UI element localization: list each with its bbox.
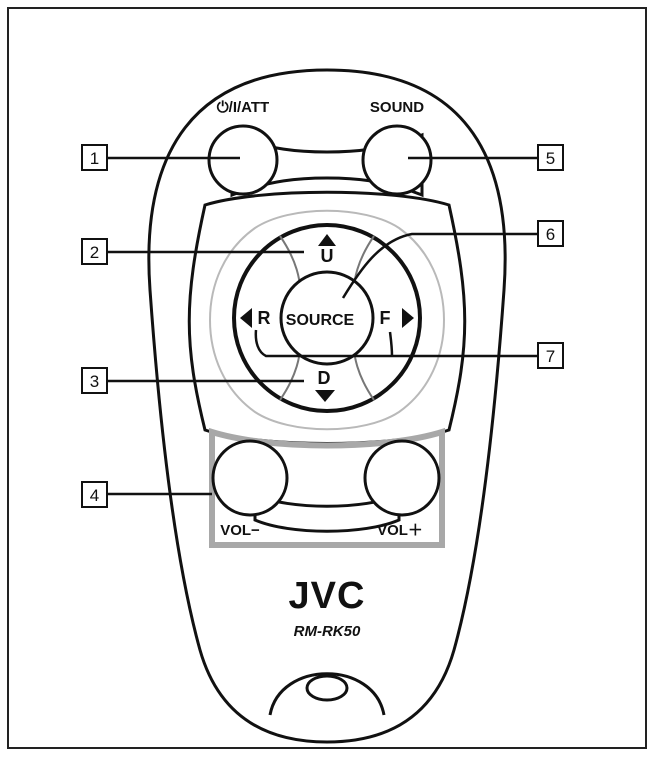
sound-label: SOUND [370,99,424,116]
callout-lines [107,156,538,496]
down-arrow-icon [315,390,335,402]
vol-plus-button[interactable] [363,439,441,517]
left-label: R [258,308,271,328]
brand-logo: JVC [289,575,366,617]
strap-hole [305,674,349,702]
svg-text:2: 2 [90,243,99,262]
down-label: D [318,368,331,388]
callout-3: 3 [81,367,108,394]
volume-bar [253,492,401,533]
vol-minus-label: VOL− [220,522,260,539]
vol-minus-button[interactable] [211,439,289,517]
power-label: ⏻/I/ATT [217,99,269,116]
dpad-cross-lines [279,235,375,401]
callout-4: 4 [81,481,108,508]
sound-button[interactable] [361,124,433,196]
svg-text:3: 3 [90,372,99,391]
callout-6: 6 [537,220,564,247]
svg-text:5: 5 [546,149,555,168]
up-arrow-icon [318,234,336,246]
svg-text:6: 6 [546,225,555,244]
source-label: SOURCE [286,312,355,329]
svg-text:4: 4 [90,486,99,505]
right-label: F [380,308,391,328]
dpad-outer-shadow [208,209,446,431]
svg-text:7: 7 [546,347,555,366]
vol-plus-label: VOL＋ [377,522,423,539]
volume-panel [209,427,445,548]
power-button[interactable] [207,124,279,196]
strap-loop [268,672,386,716]
model-label: RM-RK50 [294,623,361,640]
callout-1: 1 [81,144,108,171]
up-label: U [321,246,334,266]
callout-5: 5 [537,144,564,171]
svg-text:1: 1 [90,149,99,168]
callout-2: 2 [81,238,108,265]
callout-7: 7 [537,342,564,369]
left-arrow-icon [240,308,252,328]
source-button[interactable] [279,270,375,366]
right-arrow-icon [402,308,414,328]
